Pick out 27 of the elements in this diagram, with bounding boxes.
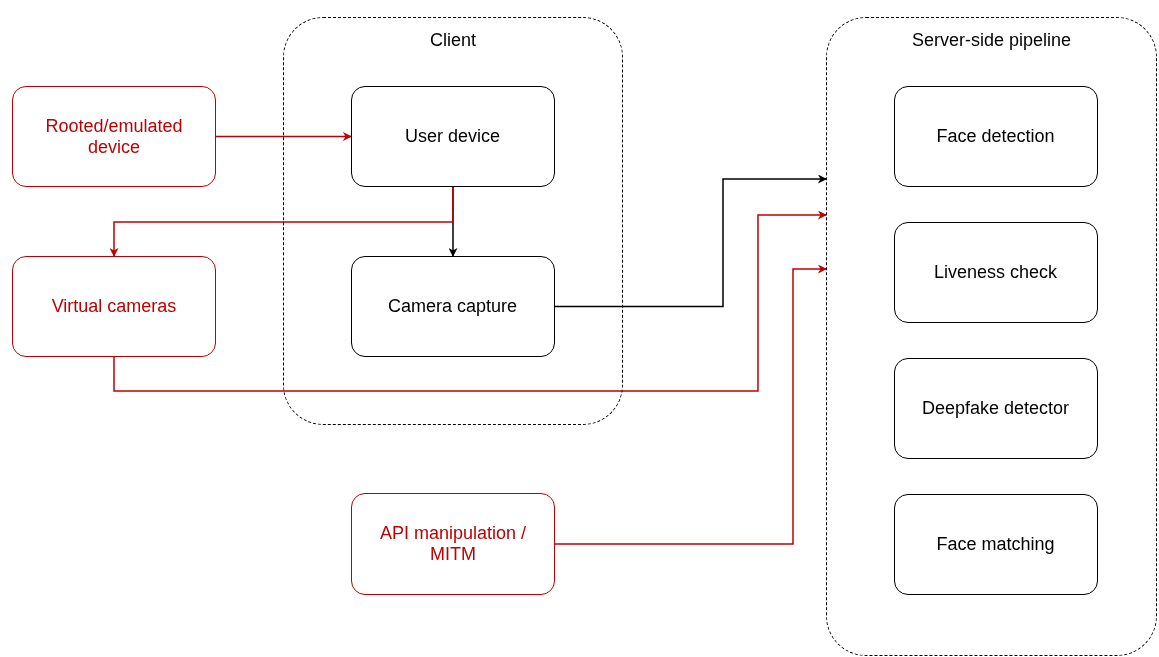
- process-box: [893, 221, 1098, 323]
- threat-box: [12, 86, 216, 187]
- arrow: [554, 264, 827, 545]
- box-label: Face detection: [935, 125, 1056, 147]
- dashed-group-box: [283, 17, 623, 425]
- process-box: [893, 493, 1098, 595]
- arrow: [109, 186, 454, 257]
- process-box: [893, 85, 1098, 187]
- box-label: Camera capture: [386, 295, 519, 317]
- box-label: Deepfake detector: [920, 397, 1071, 419]
- process-box: [893, 357, 1098, 459]
- group-title: Client: [430, 30, 476, 51]
- process-box: [350, 255, 555, 357]
- dashed-group-box: [826, 17, 1157, 656]
- box-label: API manipulation / MITM: [378, 523, 528, 565]
- threat-box: [12, 256, 216, 357]
- process-box: [350, 85, 555, 187]
- group-title: Server-side pipeline: [911, 30, 1072, 51]
- threat-box: [351, 493, 555, 595]
- box-label: Virtual cameras: [50, 296, 178, 317]
- arrow: [215, 132, 352, 141]
- arrow: [113, 210, 827, 392]
- box-label: Liveness check: [932, 261, 1059, 283]
- box-label: Face matching: [935, 533, 1056, 555]
- box-label: User device: [403, 125, 501, 147]
- arrow: [554, 174, 827, 308]
- box-label: Rooted/emulated device: [44, 115, 184, 158]
